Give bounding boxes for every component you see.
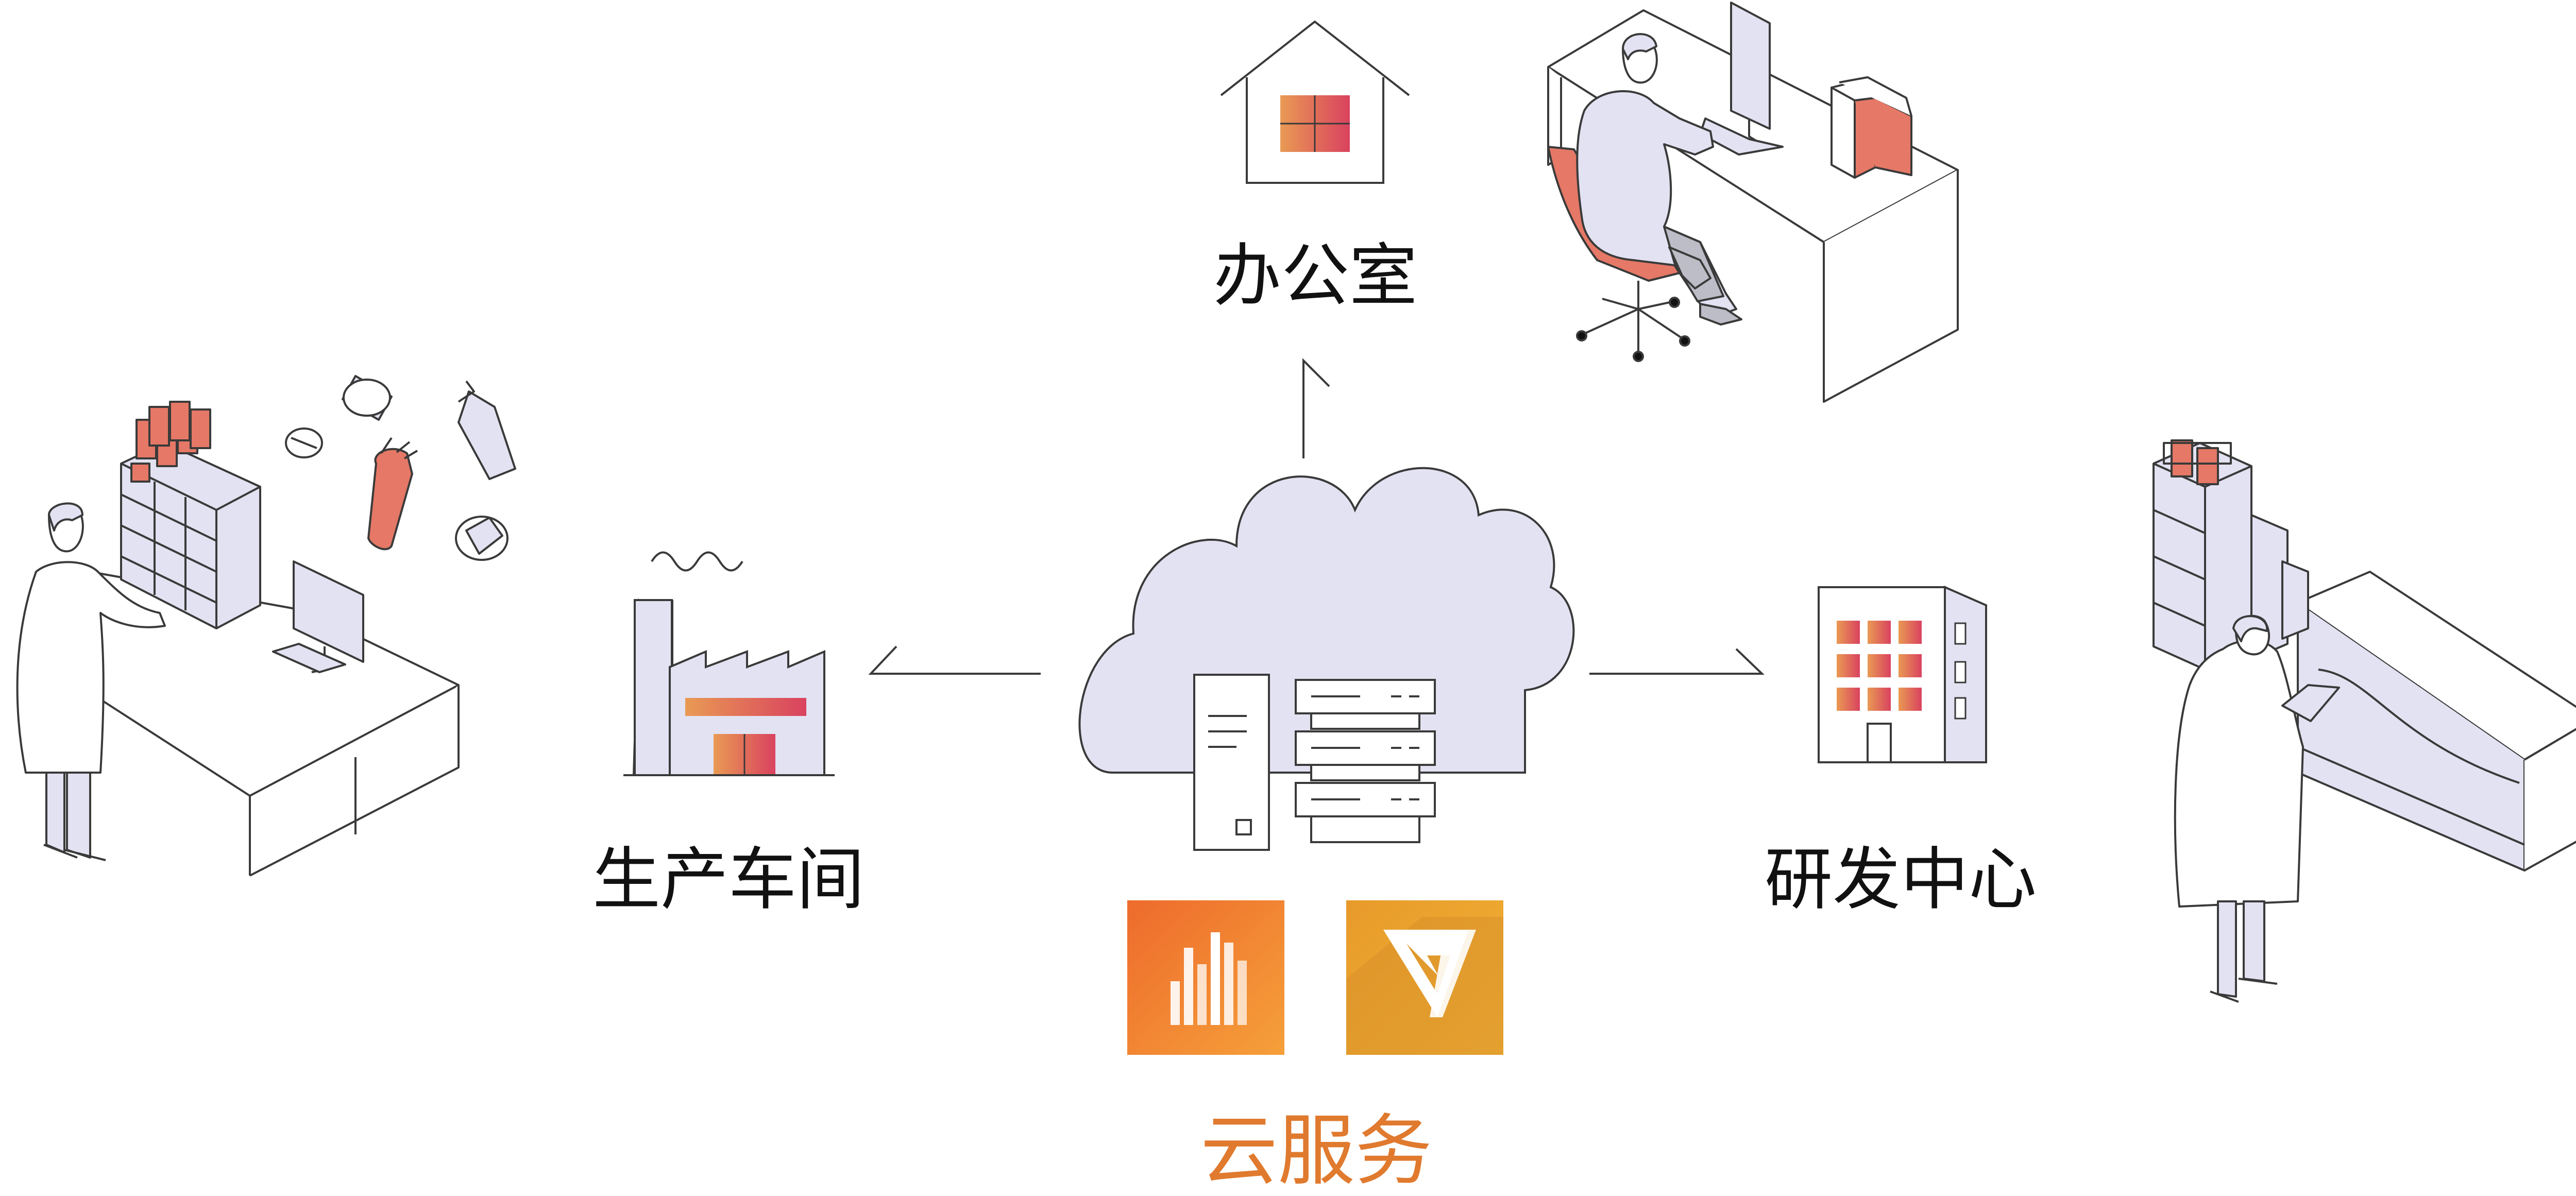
arrow-to-rnd <box>1589 648 1765 675</box>
analytics-bar-chart-app-icon[interactable] <box>1127 900 1284 1055</box>
factory-label: 生产车间 <box>592 840 865 919</box>
cloud-service-label: 云服务 <box>1200 1106 1433 1196</box>
lab-technician-illustration <box>16 375 516 877</box>
office-label: 办公室 <box>1213 236 1417 316</box>
floating-medicine-items <box>285 375 516 561</box>
cloud-server-icon <box>1078 467 1575 851</box>
factory-icon <box>623 551 835 776</box>
connector-lines <box>868 358 1765 675</box>
arrow-to-office <box>1302 358 1330 458</box>
v-logo-app-icon[interactable] <box>1346 900 1503 1055</box>
scientist-with-instrument-illustration <box>2153 439 2576 1003</box>
arrow-to-factory <box>868 645 1041 675</box>
rnd-center-label: 研发中心 <box>1765 840 2037 919</box>
worker-at-desk-illustration <box>1547 2 1959 403</box>
office-building-icon <box>1818 585 1987 763</box>
house-icon <box>1220 20 1410 184</box>
